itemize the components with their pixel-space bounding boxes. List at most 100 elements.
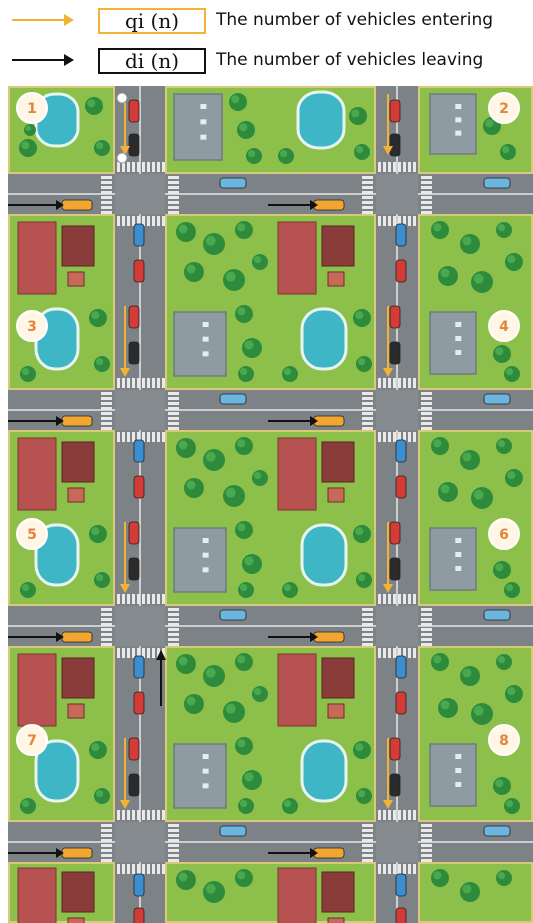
crosswalk-stripe	[101, 628, 112, 631]
car-icon	[314, 416, 344, 426]
crosswalk-stripe	[147, 864, 150, 874]
crosswalk-stripe	[101, 824, 112, 827]
parking-mark	[455, 552, 461, 557]
crosswalk-stripe	[101, 422, 112, 425]
crosswalk-stripe	[362, 618, 373, 621]
crosswalk-stripe	[162, 162, 165, 172]
crosswalk-stripe	[122, 378, 125, 388]
car-icon	[314, 200, 344, 210]
tree-highlight	[237, 307, 245, 315]
crosswalk-stripe	[421, 201, 432, 204]
crosswalk-stripe	[162, 810, 165, 820]
crosswalk-stripe	[168, 407, 179, 410]
crosswalk-stripe	[157, 216, 160, 226]
crosswalk-stripe	[378, 594, 381, 604]
tree-highlight	[506, 368, 513, 375]
crosswalk-stripe	[101, 196, 112, 199]
intersection	[376, 174, 418, 214]
crosswalk-stripe	[152, 432, 155, 442]
crosswalk-stripe	[101, 412, 112, 415]
crosswalk-stripe	[168, 211, 179, 214]
tree-highlight	[441, 485, 450, 494]
parking-mark	[203, 567, 209, 572]
tree-highlight	[474, 706, 484, 716]
crosswalk-stripe	[162, 378, 165, 388]
parking-mark	[455, 104, 461, 109]
tree-highlight	[26, 126, 31, 131]
crosswalk-stripe	[168, 186, 179, 189]
crosswalk-stripe	[421, 839, 432, 842]
crosswalk-stripe	[152, 378, 155, 388]
tree-highlight	[187, 697, 196, 706]
crosswalk-stripe	[408, 648, 411, 658]
crosswalk-stripe	[168, 412, 179, 415]
crosswalk-stripe	[157, 162, 160, 172]
intersection	[376, 822, 418, 862]
crosswalk-stripe	[393, 378, 396, 388]
crosswalk-stripe	[132, 864, 135, 874]
tree-highlight	[463, 885, 472, 894]
crosswalk-stripe	[408, 432, 411, 442]
crosswalk-stripe	[378, 378, 381, 388]
crosswalk-stripe	[408, 594, 411, 604]
crosswalk-stripe	[162, 594, 165, 604]
car-icon	[220, 178, 246, 188]
crosswalk-stripe	[101, 176, 112, 179]
tree-highlight	[507, 471, 515, 479]
crosswalk-stripe	[117, 378, 120, 388]
house-roof	[322, 872, 354, 912]
crosswalk-stripe	[362, 854, 373, 857]
crosswalk-stripe	[383, 378, 386, 388]
parking-lot	[174, 528, 226, 592]
crosswalk-stripe	[127, 594, 130, 604]
crosswalk-stripe	[393, 810, 396, 820]
tree-highlight	[358, 358, 365, 365]
crosswalk-stripe	[403, 162, 406, 172]
crosswalk-stripe	[127, 810, 130, 820]
house-roof	[322, 658, 354, 698]
crosswalk-stripe	[413, 810, 416, 820]
car-icon	[390, 522, 400, 544]
block-number-label: 4	[499, 319, 509, 335]
parking-mark	[200, 104, 206, 109]
crosswalk-stripe	[101, 191, 112, 194]
crosswalk-stripe	[421, 392, 432, 395]
tree-highlight	[495, 563, 503, 571]
crosswalk-stripe	[403, 864, 406, 874]
crosswalk-stripe	[168, 623, 179, 626]
crosswalk-stripe	[421, 412, 432, 415]
crosswalk-stripe	[168, 191, 179, 194]
tree-highlight	[226, 488, 236, 498]
crosswalk-stripe	[137, 594, 140, 604]
car-icon	[62, 632, 92, 642]
crosswalk-stripe	[142, 864, 145, 874]
car-icon	[134, 260, 144, 282]
crosswalk-stripe	[117, 594, 120, 604]
car-icon	[314, 848, 344, 858]
crosswalk-stripe	[117, 864, 120, 874]
house-door	[328, 272, 344, 286]
crosswalk-stripe	[157, 432, 160, 442]
crosswalk-stripe	[362, 643, 373, 646]
tree-highlight	[463, 237, 472, 246]
car-icon	[129, 134, 139, 156]
crosswalk-stripe	[421, 628, 432, 631]
parking-mark	[455, 350, 461, 355]
tree-highlight	[355, 527, 363, 535]
crosswalk-stripe	[101, 839, 112, 842]
crosswalk-stripe	[362, 191, 373, 194]
crosswalk-stripe	[421, 407, 432, 410]
crosswalk-stripe	[137, 810, 140, 820]
crosswalk-stripe	[101, 407, 112, 410]
crosswalk-stripe	[168, 643, 179, 646]
crosswalk-stripe	[168, 618, 179, 621]
crosswalk-stripe	[127, 432, 130, 442]
house-roof	[62, 226, 94, 266]
parking-mark	[455, 782, 461, 787]
intersection	[376, 390, 418, 430]
parking-mark	[455, 117, 461, 122]
entering-arrow-icon	[12, 19, 72, 21]
car-icon	[390, 738, 400, 760]
car-icon	[396, 874, 406, 896]
